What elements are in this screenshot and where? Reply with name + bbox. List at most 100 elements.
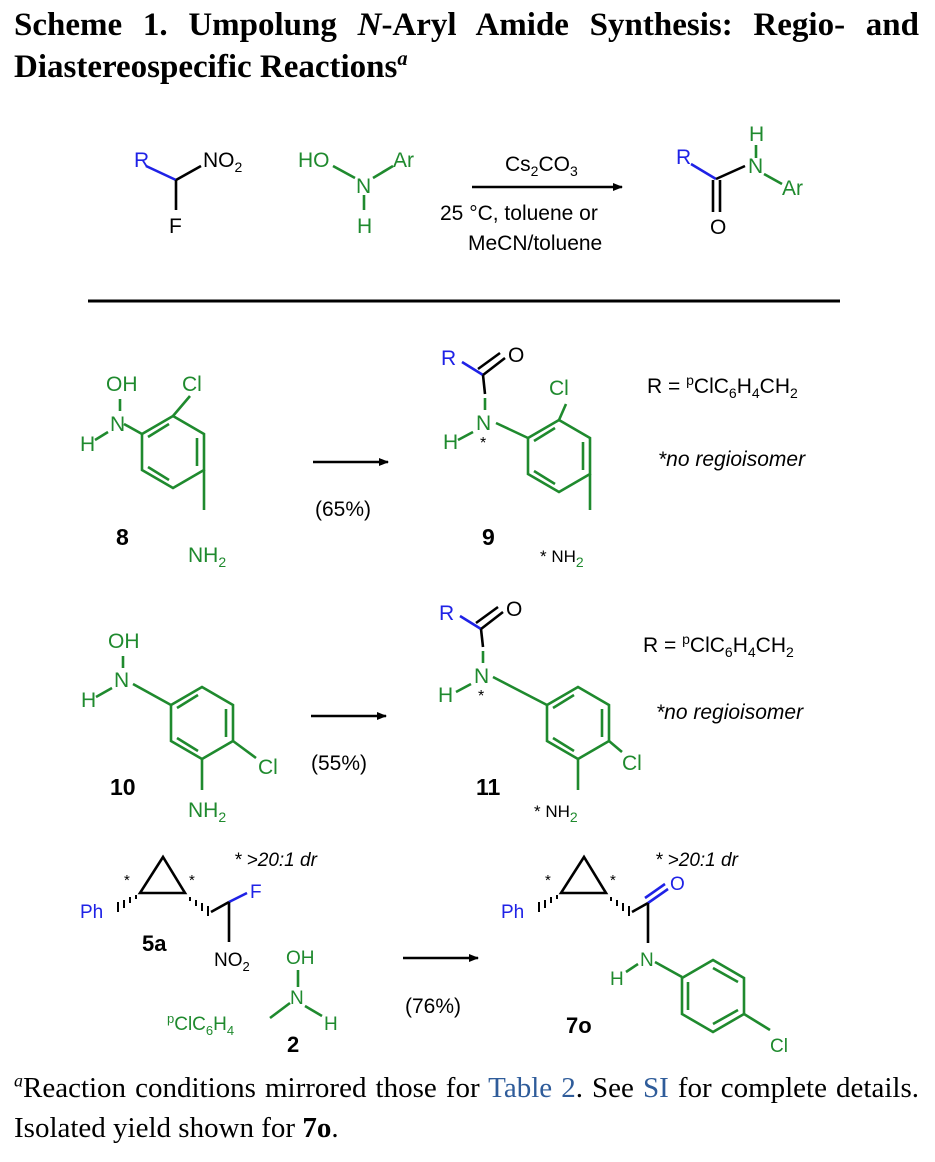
cl-label: Cl: [770, 1036, 788, 1057]
footnote-text-2: . See: [575, 1072, 643, 1104]
compound-label-10: 10: [110, 774, 136, 800]
example-1: OH N H Cl NH2 8 (65%) R O: [80, 344, 806, 570]
regio-star: *: [478, 688, 484, 705]
footnote-compound: 7o: [302, 1112, 332, 1144]
scheme-title-italic: N: [357, 7, 382, 43]
footnote-mark: a: [14, 1070, 23, 1091]
n-label: N: [110, 413, 125, 436]
footnote-text-3: for complete details. Isolated yield sho…: [14, 1072, 919, 1144]
nh2-label: * NH2: [540, 547, 584, 570]
stereo-star: *: [189, 872, 195, 889]
oh-label: OH: [106, 373, 138, 396]
yield-65: (65%): [315, 498, 371, 521]
cl-label: Cl: [258, 756, 278, 779]
nh2-label: * NH2: [534, 802, 578, 825]
r-label: R: [441, 347, 456, 370]
regio-star: *: [480, 435, 486, 452]
nitro-label: NO2: [203, 149, 243, 175]
nitrogen-label: N: [356, 175, 371, 198]
compound-label-7o: 7o: [566, 1013, 592, 1038]
n-label: N: [476, 412, 491, 435]
example-2: OH N H Cl NH2 10 (55%) R O: [81, 598, 804, 825]
oh-label: OH: [286, 948, 315, 969]
reagent-2: OH N H pClC6H4 2: [167, 948, 338, 1057]
yield-76: (76%): [405, 995, 461, 1018]
aryl-chain-label: pClC6H4: [167, 1011, 234, 1038]
product-11: R O N H Cl * NH2 * 11: [438, 598, 642, 825]
carbonyl-o-label: O: [670, 874, 685, 895]
h-label: H: [443, 431, 458, 454]
h-label: H: [81, 689, 96, 712]
yield-55: (55%): [311, 752, 367, 775]
product-r-label: R: [676, 146, 691, 169]
product-n-label: N: [748, 155, 763, 178]
dr-note-right: * >20:1 dr: [655, 850, 739, 871]
scheme-caption: Scheme 1. Umpolung N-Aryl Amide Synthesi…: [14, 4, 919, 88]
r-definition: R = pClC6H4CH2: [643, 631, 794, 660]
substrate-5a: * * Ph F NO2 5a * >20:1 dr: [80, 850, 318, 974]
footnote-text-1: Reaction conditions mirrored those for: [22, 1072, 489, 1104]
n-label: N: [474, 665, 489, 688]
example-3: * * Ph F NO2 5a * >20:1 dr OH N H pClC6H…: [80, 850, 788, 1057]
h-label: H: [324, 1014, 338, 1035]
stereo-star: *: [610, 872, 616, 889]
r-definition: R = pClC6H4CH2: [647, 372, 798, 401]
h-label: H: [80, 433, 95, 456]
cl-label: Cl: [182, 373, 202, 396]
substrate-10: OH N H Cl NH2 10: [81, 630, 278, 825]
hydroxylamine-reactant: HO N Ar H: [298, 149, 414, 238]
o-label: O: [506, 598, 522, 621]
compound-label-8: 8: [116, 524, 129, 550]
si-link[interactable]: SI: [642, 1072, 669, 1104]
product-9: R O N H Cl * NH2 * 9: [441, 344, 592, 570]
stereo-star: *: [124, 872, 130, 889]
phenyl-label: Ph: [80, 902, 103, 923]
regio-note: *no regioisomer: [656, 701, 804, 724]
h-label: H: [438, 684, 453, 707]
scheme-title-pre: Umpolung: [188, 7, 358, 43]
r-label: R: [439, 602, 454, 625]
cl-label: Cl: [549, 377, 569, 400]
compound-label-9: 9: [482, 524, 495, 550]
footnote-text-4: .: [331, 1112, 339, 1144]
condition-line-2: MeCN/toluene: [468, 232, 602, 255]
n-label: N: [290, 988, 304, 1009]
cl-label: Cl: [622, 752, 642, 775]
caption-footnote-mark: a: [397, 48, 408, 70]
regio-note: *no regioisomer: [658, 448, 806, 471]
o-label: O: [508, 344, 524, 367]
table-2-link[interactable]: Table 2: [488, 1072, 576, 1104]
nh2-label: NH2: [188, 544, 226, 570]
scheme-footnote: aReaction conditions mirrored those for …: [14, 1068, 919, 1148]
product-o-label: O: [710, 216, 726, 239]
aryl-label: Ar: [393, 149, 414, 172]
amide-h-label: H: [610, 969, 624, 990]
hydrogen-label: H: [357, 215, 372, 238]
amide-n-label: N: [640, 950, 654, 971]
oh-label: OH: [108, 630, 140, 653]
condition-line-1: 25 °C, toluene or: [440, 202, 598, 225]
compound-label-2: 2: [287, 1032, 299, 1057]
compound-label-11: 11: [476, 774, 501, 800]
fluoronitroalkane-reactant: R NO2 F: [134, 149, 243, 238]
stereo-star: *: [545, 872, 551, 889]
compound-label-5a: 5a: [142, 931, 167, 956]
dr-note-left: * >20:1 dr: [234, 850, 318, 871]
base-reagent: Cs2CO3: [505, 153, 578, 179]
scheme-label: Scheme 1.: [14, 7, 168, 43]
general-reaction: R NO2 F HO N Ar H Cs2CO3 25 °C, toluene …: [134, 123, 803, 255]
fluorine-label: F: [250, 882, 262, 903]
r-group-label: R: [134, 149, 149, 172]
nitro-label: NO2: [214, 950, 250, 974]
product-7o: * * Ph O N H Cl 7o * >20:1 dr: [501, 850, 788, 1057]
scheme-title-post: -Aryl Amide Synthesis: Regio- and Diaste…: [14, 7, 919, 85]
amide-product: R H N Ar O: [676, 123, 803, 239]
n-label: N: [114, 669, 129, 692]
substrate-8: OH N H Cl NH2 8: [80, 373, 226, 570]
phenyl-label: Ph: [501, 902, 524, 923]
fluorine-label: F: [169, 215, 182, 238]
product-h-label: H: [749, 123, 764, 146]
product-ar-label: Ar: [782, 177, 803, 200]
nh2-label: NH2: [188, 799, 226, 825]
